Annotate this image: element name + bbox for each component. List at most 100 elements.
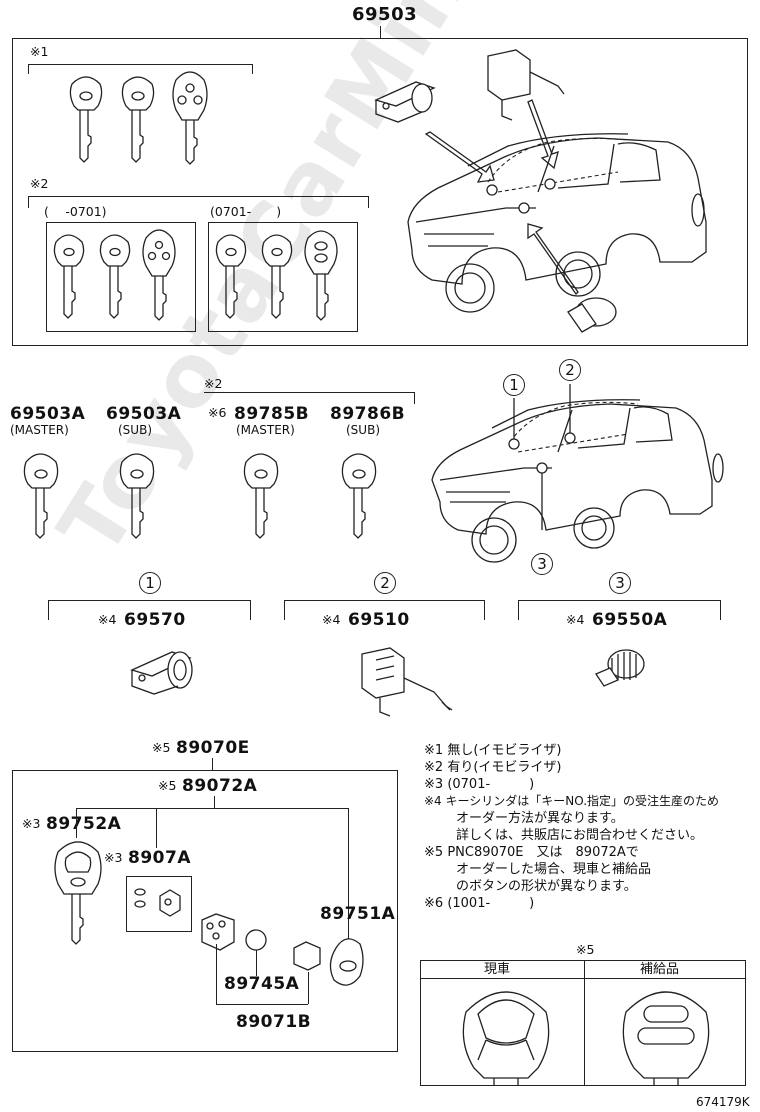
note3-mark-a: ※3 <box>22 816 41 831</box>
bracket-tick <box>28 64 29 74</box>
bracket-tick <box>484 600 485 620</box>
bracket-line <box>28 64 252 65</box>
part-number-69503a-master: 69503A <box>10 404 86 424</box>
immobilizer-keys-box-b <box>208 222 358 332</box>
note5-mark-a: ※5 <box>152 740 171 755</box>
leader-line <box>216 1004 308 1005</box>
note-line: ※6 (1001- ) <box>424 896 535 911</box>
note2-mark-row: ※2 <box>204 376 223 391</box>
transponder-plate-box <box>126 876 192 932</box>
top-assembly-frame <box>12 38 748 346</box>
note-line: ※5 PNC89070E 又は 89072Aで <box>424 845 639 860</box>
note3-mark-b: ※3 <box>104 850 123 865</box>
callout-3-section: 3 <box>609 572 631 594</box>
immobilizer-keys-box-a <box>46 222 196 332</box>
bracket-tick <box>414 392 415 404</box>
individual-keys <box>23 453 377 539</box>
note4-mark-a: ※4 <box>98 612 117 627</box>
bracket-tick <box>720 600 721 620</box>
leader-line <box>76 808 77 838</box>
note-line: のボタンの形状が異なります。 <box>456 879 637 894</box>
leader-line <box>256 950 257 976</box>
part-number-89752a: 89752A <box>46 814 122 834</box>
leader-line <box>308 972 309 1004</box>
leader-line <box>212 758 213 770</box>
door-lock-cylinder-icon <box>361 647 453 717</box>
part-number-89751a: 89751A <box>320 904 396 924</box>
label-sub: (SUB) <box>346 423 380 437</box>
note-line: オーダーした場合、現車と補給品 <box>456 862 652 877</box>
current-remote-head-icon <box>462 991 550 1086</box>
note2-mark: ※2 <box>30 176 49 191</box>
range-label-after-0701: (0701- ) <box>210 204 282 219</box>
bracket-tick <box>48 600 49 620</box>
vehicle-illustration-top <box>374 49 707 333</box>
note4-mark-b: ※4 <box>322 612 341 627</box>
label-master: (MASTER) <box>236 423 295 437</box>
note6-mark-a: ※6 <box>208 405 227 420</box>
note-line: ※3 (0701- ) <box>424 777 535 792</box>
part-number-69510: 69510 <box>348 610 410 630</box>
part-number-89072a: 89072A <box>182 776 258 796</box>
column-header-current: 現車 <box>484 962 511 977</box>
label-master: (MASTER) <box>10 423 69 437</box>
bracket-line <box>28 196 368 197</box>
note-line: 詳しくは、共販店にお問合わせください。 <box>456 828 704 843</box>
note4-mark-c: ※4 <box>566 612 585 627</box>
leader-line <box>216 944 217 1004</box>
leader-line <box>214 796 215 808</box>
callout-2-section: 2 <box>374 572 396 594</box>
key-set-no-immobilizer <box>69 71 208 165</box>
table-header-divider <box>420 978 746 979</box>
bracket-tick <box>368 196 369 208</box>
vehicle-illustration-locations <box>431 384 724 563</box>
remote-bracket <box>76 808 348 809</box>
range-label-before-0701: ( -0701) <box>44 204 107 219</box>
transponder-plate-icon <box>134 888 181 917</box>
leader-line <box>380 26 381 38</box>
note-line: ※1 無し(イモビライザ) <box>424 743 562 758</box>
leader-line <box>348 808 349 948</box>
part-number-69550a: 69550A <box>592 610 668 630</box>
remote-key-icon <box>54 841 102 945</box>
notes-list: ※1 無し(イモビライザ) ※2 有り(イモビライザ) ※3 (0701- ) … <box>424 744 754 914</box>
note5-mark-compare: ※5 <box>576 942 595 957</box>
bracket-tick <box>250 600 251 620</box>
table-column-divider <box>584 960 585 1086</box>
part-number-69503a-sub: 69503A <box>106 404 182 424</box>
label-sub: (SUB) <box>118 423 152 437</box>
hatch-lock-cylinder-icon <box>595 649 645 687</box>
remote-components-icon <box>201 913 364 986</box>
callout-1-section: 1 <box>139 572 161 594</box>
note5-mark-b: ※5 <box>158 778 177 793</box>
part-number-69503: 69503 <box>352 4 418 25</box>
note-line: ※4 キーシリンダは「キーNO.指定」の受注生産のため <box>424 794 720 808</box>
leader-line <box>156 808 157 848</box>
part-number-69570: 69570 <box>124 610 186 630</box>
bracket-line <box>204 392 414 393</box>
bracket-tick <box>28 196 29 208</box>
part-number-89785b: 89785B <box>234 404 310 424</box>
bracket-tick <box>252 64 253 74</box>
column-header-replacement: 補給品 <box>640 962 680 977</box>
diagram-id: 674179K <box>696 1095 750 1109</box>
remote-key-frame <box>12 770 398 1052</box>
note1-mark: ※1 <box>30 44 49 59</box>
replacement-remote-head-icon <box>622 991 710 1086</box>
bracket-tick <box>518 600 519 620</box>
note-line: オーダー方法が異なります。 <box>456 811 624 826</box>
callout-3: 3 <box>531 553 553 575</box>
part-number-89786b: 89786B <box>330 404 406 424</box>
comparison-table <box>420 960 746 1086</box>
callout-1: 1 <box>503 374 525 396</box>
key-set-immobilizer-b <box>215 230 338 321</box>
part-number-8907a: 8907A <box>128 848 191 868</box>
part-number-89745a: 89745A <box>224 974 300 994</box>
note-line: ※2 有り(イモビライザ) <box>424 760 562 775</box>
section-2-bracket <box>284 600 484 601</box>
section-3-bracket <box>518 600 720 601</box>
part-number-89070e: 89070E <box>176 738 250 758</box>
bracket-tick <box>284 600 285 620</box>
section-1-bracket <box>48 600 250 601</box>
part-number-89071b: 89071B <box>236 1012 312 1032</box>
